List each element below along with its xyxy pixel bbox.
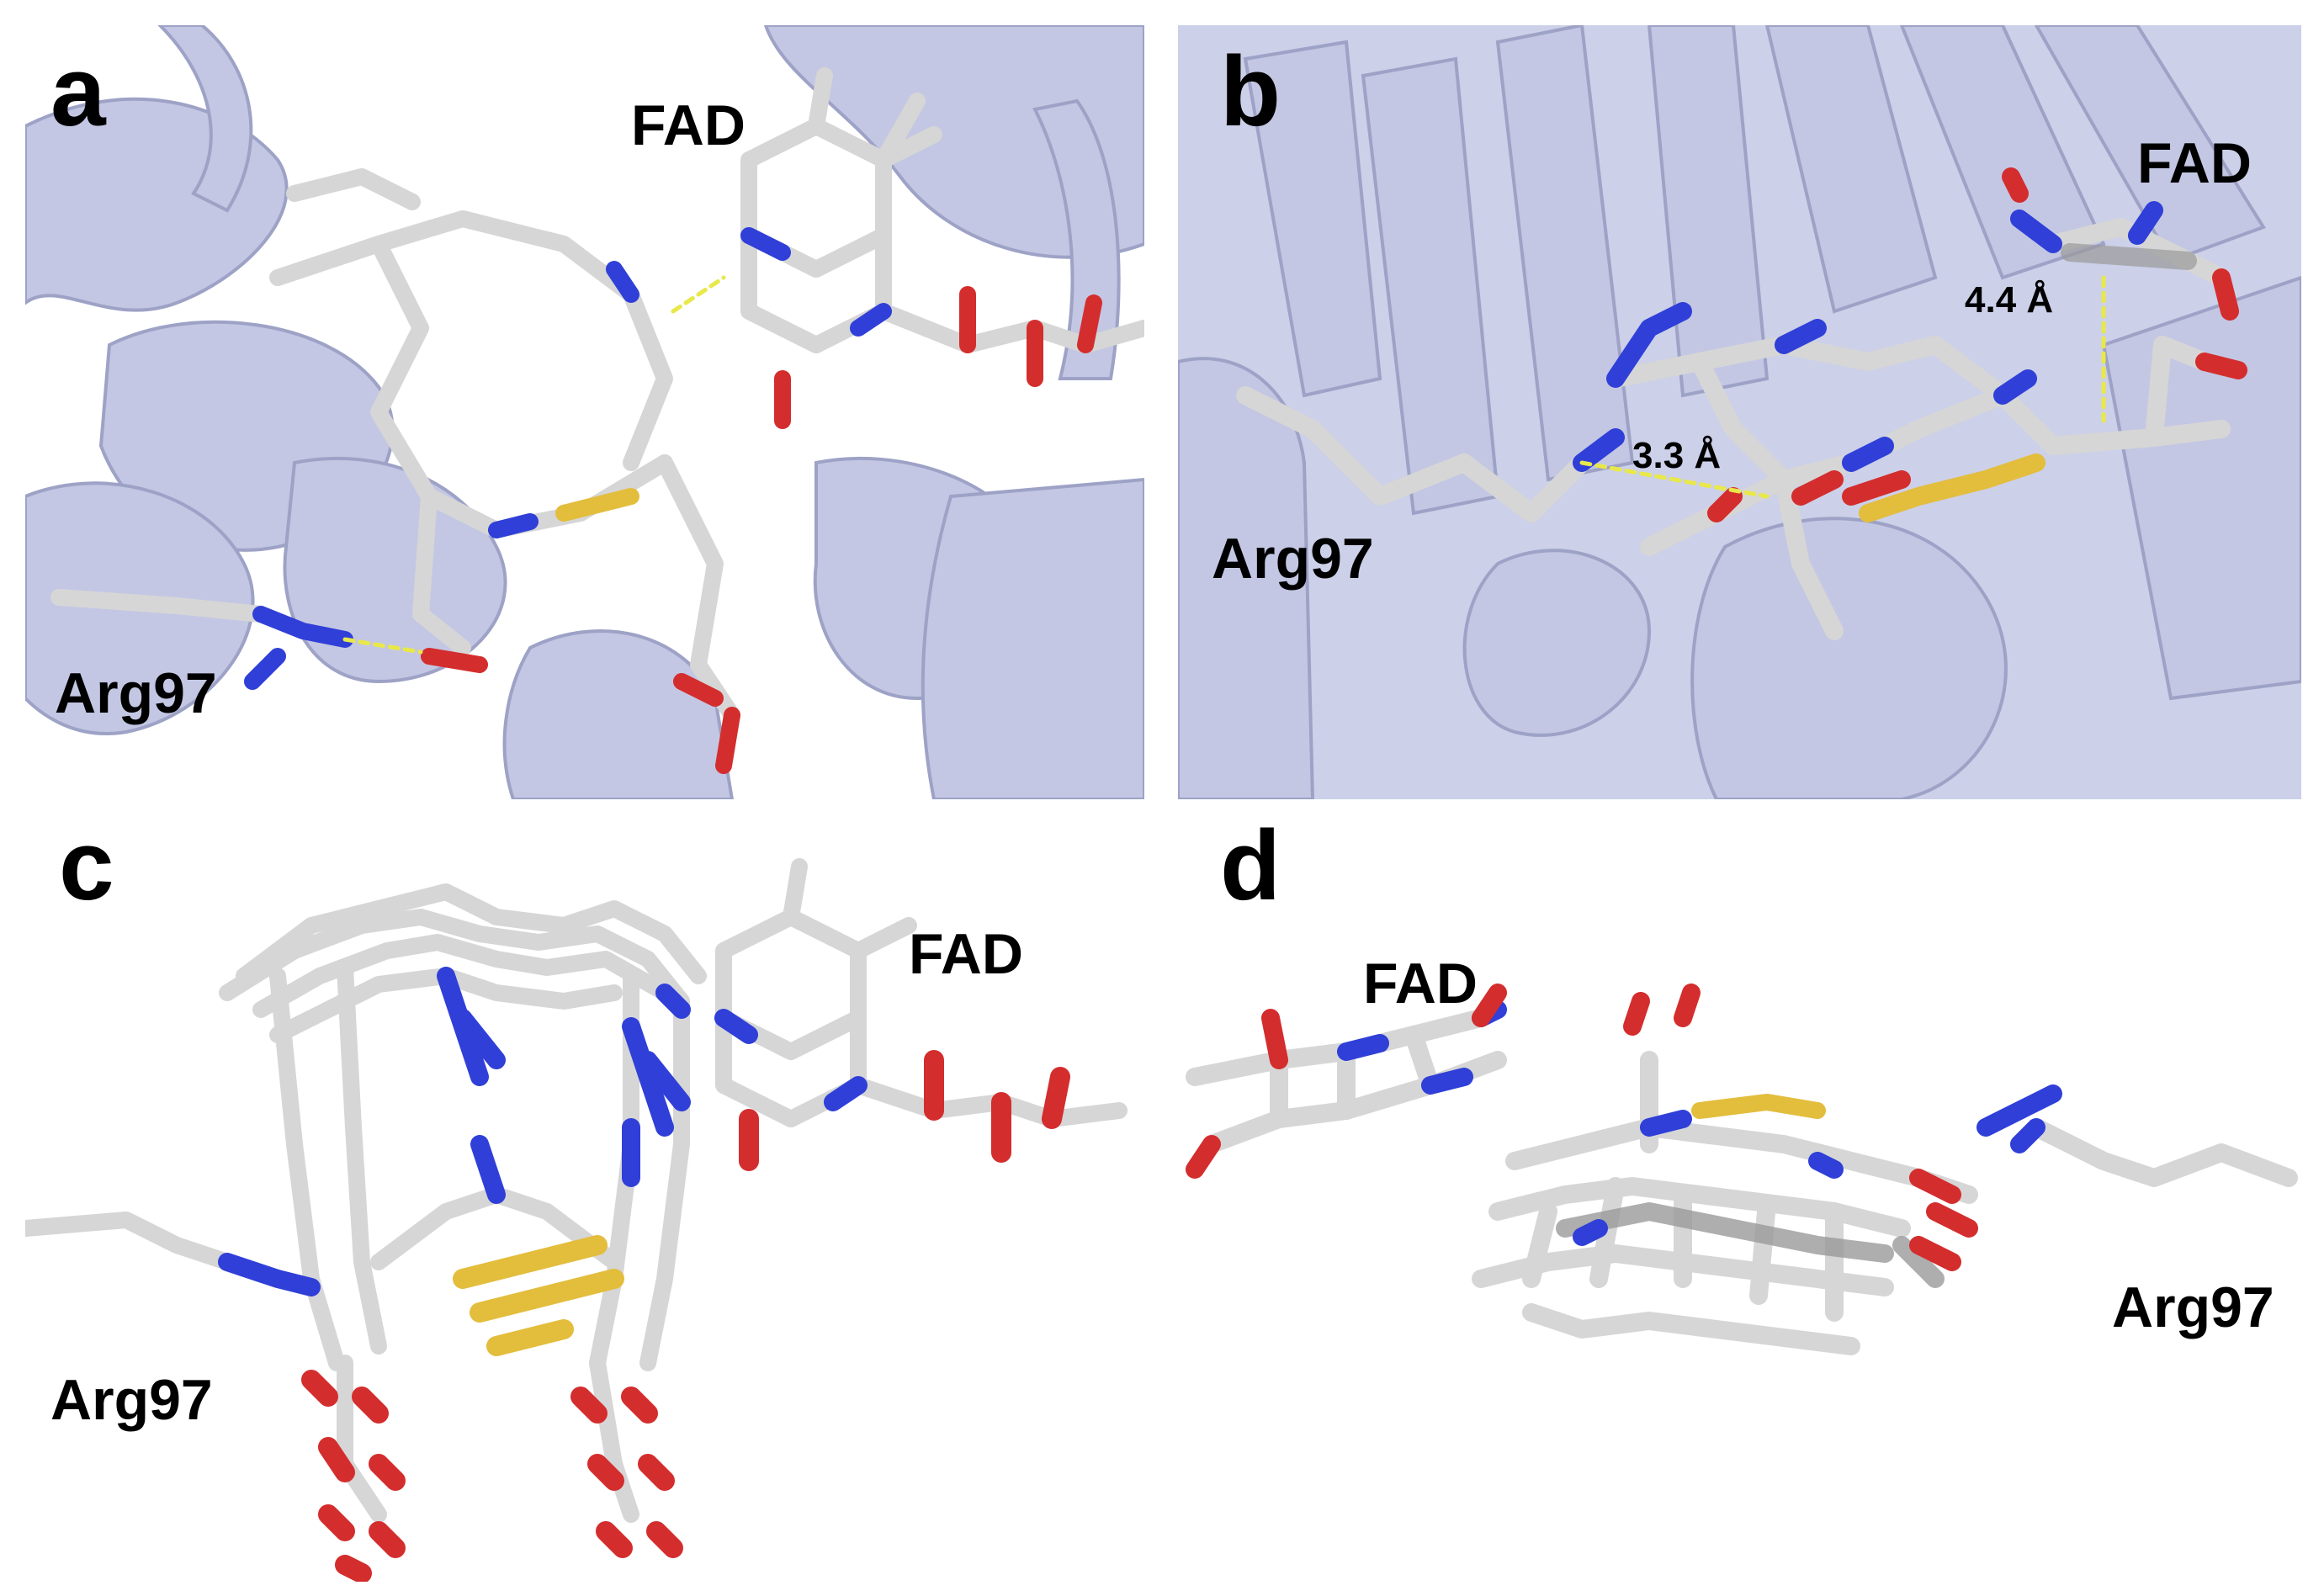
fad-label: FAD	[1363, 952, 1478, 1015]
panel-letter: b	[1220, 36, 1281, 147]
fad-label: FAD	[631, 93, 745, 157]
panel-d: d FAD Arg97	[1178, 808, 2301, 1582]
panel-b-structure	[1178, 25, 2301, 799]
arg97-label: Arg97	[1212, 527, 1374, 591]
distance-label-arg97: 3.3 Å	[1632, 435, 1722, 476]
arg97-label: Arg97	[2112, 1275, 2274, 1339]
panel-letter: d	[1220, 810, 1281, 921]
panel-b: b FAD Arg97 4.4 Å 3.3 Å	[1178, 25, 2301, 799]
panel-letter: a	[50, 36, 106, 147]
ligand-ensemble	[25, 858, 1128, 1582]
protein-cartoon	[1178, 25, 2301, 799]
arg97-label: Arg97	[50, 1368, 213, 1432]
panel-a-structure	[25, 25, 1144, 799]
panel-c: c FAD Arg97	[25, 808, 1153, 1582]
distance-label-fad: 4.4 Å	[1965, 279, 2054, 321]
ligand-sticks	[1236, 167, 2247, 640]
fad-label: FAD	[2137, 131, 2252, 195]
panel-c-structure	[25, 808, 1153, 1582]
panel-letter: c	[59, 810, 114, 921]
protein-cartoon	[25, 25, 1144, 799]
panel-a: a FAD Arg97	[25, 25, 1144, 799]
ligand-sticks	[50, 67, 1144, 774]
panel-d-structure	[1178, 808, 2301, 1582]
ligand-ensemble	[1186, 984, 2298, 1355]
arg97-label: Arg97	[55, 661, 217, 725]
fad-label: FAD	[909, 922, 1023, 986]
